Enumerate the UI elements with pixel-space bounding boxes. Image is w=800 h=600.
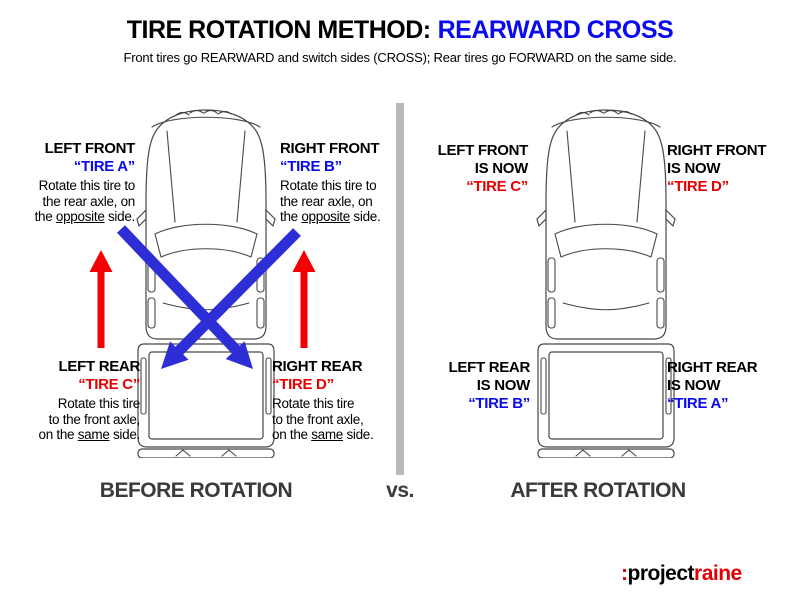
tire-name: “TIRE C” [78,376,140,393]
subtitle: Front tires go REARWARD and switch sides… [123,50,677,65]
label-after-left-front: LEFT FRONT IS NOW “TIRE C” [408,142,529,196]
instruction-text: Rotate this tire to the front axle, on t… [272,396,374,442]
tire-name: “TIRE B” [468,395,530,412]
position-name: LEFT FRONT [44,140,136,157]
page-title: TIRE ROTATION METHOD:REARWARD CROSS [0,16,800,45]
caption-vs: vs. [386,479,414,502]
instruction-text: Rotate this tire to the rear axle, on th… [34,178,136,224]
tire-name: “TIRE D” [667,178,729,195]
label-before-right-front: RIGHT FRONT “TIRE B” Rotate this tire to… [280,140,405,225]
label-before-left-rear: LEFT REAR “TIRE C” Rotate this tire to t… [15,358,141,443]
is-now-text: IS NOW [474,160,529,177]
position-name: LEFT FRONT [437,142,529,159]
caption-after-rotation: AFTER ROTATION [510,479,686,502]
position-name: RIGHT REAR [667,359,758,376]
tire-name: “TIRE C” [466,178,528,195]
position-name: RIGHT REAR [272,358,363,375]
logo-red-part: raine [694,562,742,585]
is-now-text: IS NOW [667,160,721,177]
label-after-right-rear: RIGHT REAR IS NOW “TIRE A” [667,359,792,413]
title-method: TIRE ROTATION METHOD: [126,16,431,44]
logo-black-part: project [627,562,695,585]
position-name: RIGHT FRONT [667,142,767,159]
logo-colon: : [621,562,628,585]
caption-before-rotation: BEFORE ROTATION [99,479,293,502]
position-name: LEFT REAR [58,358,141,375]
truck-top-view-before [136,106,276,458]
label-after-left-rear: LEFT REAR IS NOW “TIRE B” [410,359,531,413]
position-name: LEFT REAR [448,359,531,376]
instruction-text: Rotate this tire to the front axle, on t… [38,396,141,442]
red-up-arrow-left [89,250,113,348]
is-now-text: IS NOW [667,377,721,394]
label-after-right-front: RIGHT FRONT IS NOW “TIRE D” [667,142,792,196]
tire-name: “TIRE B” [280,158,342,175]
is-now-text: IS NOW [476,377,531,394]
instruction-text: Rotate this tire to the rear axle, on th… [280,178,381,224]
red-up-arrow-right [292,250,316,348]
position-name: RIGHT FRONT [280,140,380,157]
truck-top-view-after [536,106,676,458]
label-before-left-front: LEFT FRONT “TIRE A” Rotate this tire to … [10,140,136,225]
tire-name: “TIRE A” [667,395,729,412]
label-before-right-rear: RIGHT REAR “TIRE D” Rotate this tire to … [272,358,397,443]
tire-name: “TIRE A” [73,158,136,175]
tire-name: “TIRE D” [272,376,334,393]
brand-logo: :projectraine [621,562,742,586]
title-highlight: REARWARD CROSS [437,16,674,44]
divider-bar [396,103,404,475]
